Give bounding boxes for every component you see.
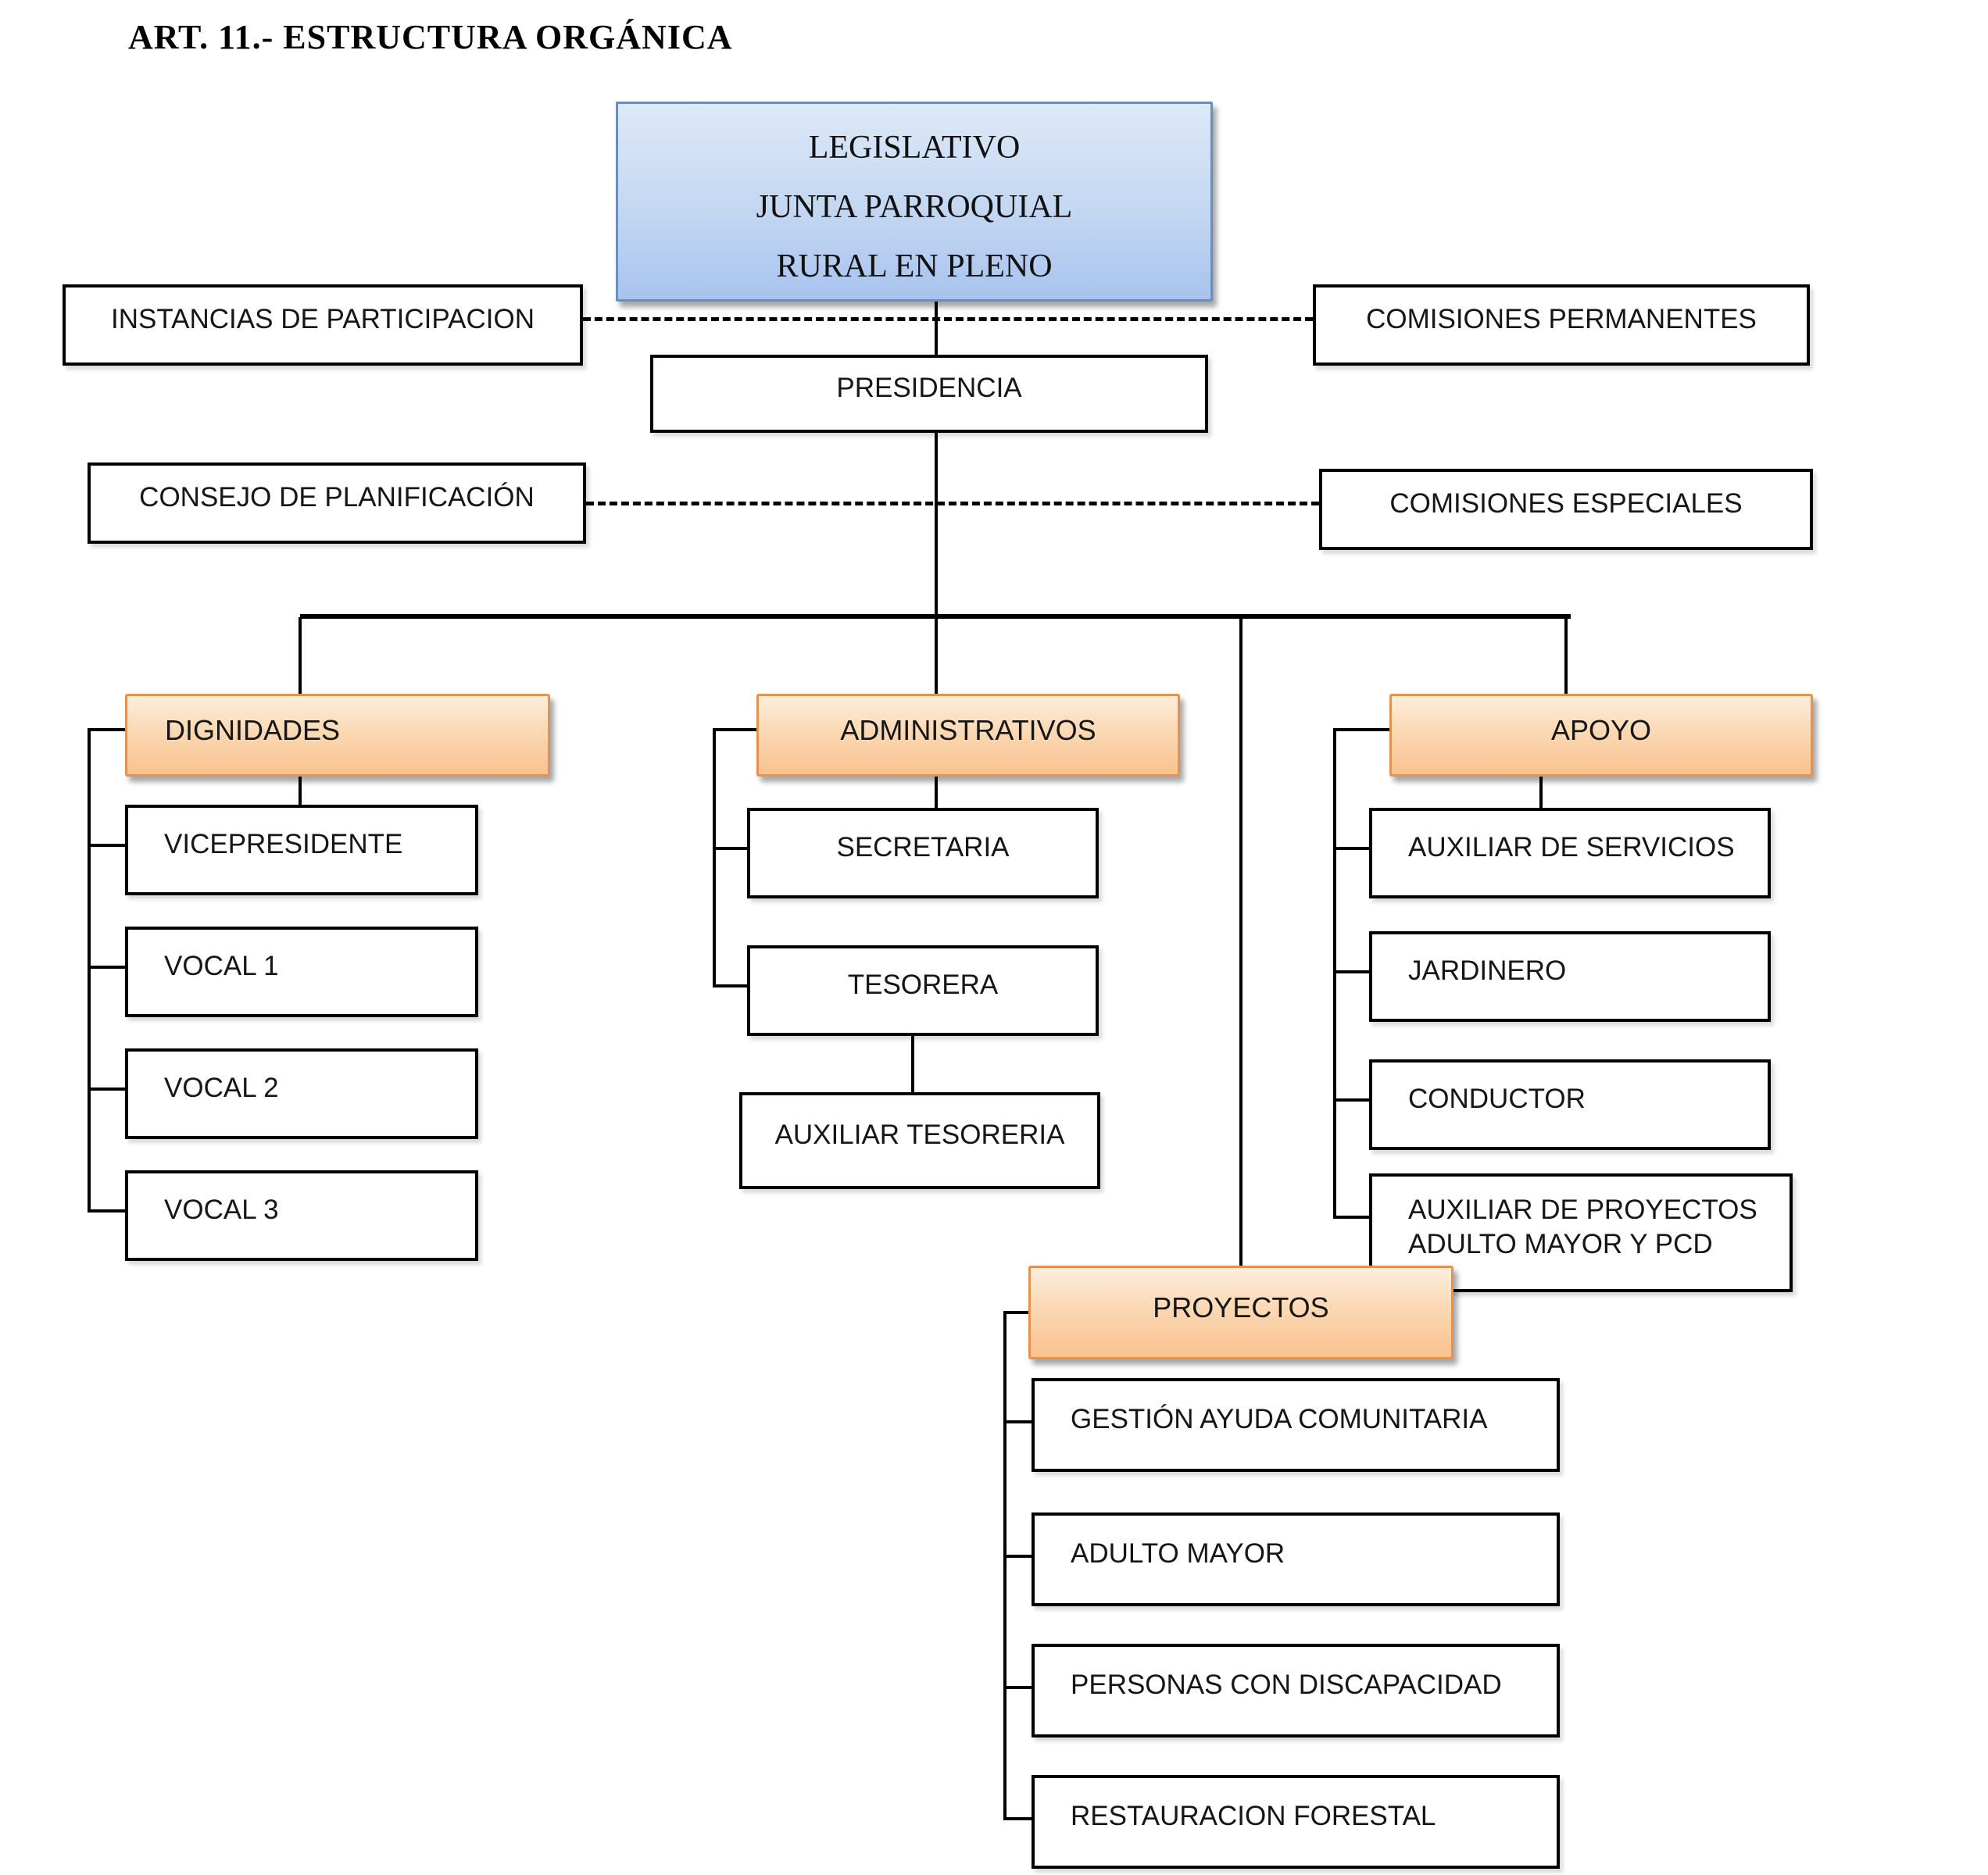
- node-vocal-2: VOCAL 2: [125, 1048, 478, 1139]
- dashed-line-instancias-comisiones-permanentes: [583, 317, 1313, 321]
- branch-dignidades: DIGNIDADES: [125, 694, 550, 777]
- connector-stub-auxiliar-servicios: [1333, 847, 1369, 850]
- connector-stub-conductor: [1333, 1098, 1369, 1102]
- node-restauracion-forestal: RESTAURACION FORESTAL: [1032, 1775, 1560, 1869]
- node-adulto-mayor: ADULTO MAYOR: [1032, 1512, 1560, 1606]
- connector-stub-gestion-ayuda: [1003, 1420, 1032, 1423]
- branch-proyectos: PROYECTOS: [1028, 1266, 1453, 1359]
- root-line-1: LEGISLATIVO: [808, 130, 1021, 166]
- connector-stub-auxiliar-proyectos: [1333, 1216, 1369, 1219]
- node-vocal-1: VOCAL 1: [125, 927, 478, 1017]
- connector-root-presidencia: [935, 302, 938, 355]
- connector-stub-jardinero: [1333, 970, 1369, 973]
- connector-bracket-administrativos: [713, 728, 716, 986]
- node-secretaria: SECRETARIA: [747, 808, 1099, 898]
- connector-stub-proyectos: [1003, 1311, 1028, 1314]
- connector-stub-administrativos: [713, 728, 756, 731]
- connector-stub-restauracion-forestal: [1003, 1817, 1032, 1820]
- connector-stub-vocal-1: [88, 966, 125, 969]
- node-instancias-de-participacion: INSTANCIAS DE PARTICIPACION: [63, 284, 583, 366]
- connector-stub-personas-discapacidad: [1003, 1686, 1032, 1689]
- connector-bracket-proyectos: [1003, 1311, 1007, 1819]
- connector-stub-vocal-3: [88, 1209, 125, 1212]
- connector-stub-secretaria: [713, 847, 747, 850]
- node-comisiones-especiales: COMISIONES ESPECIALES: [1319, 469, 1813, 550]
- node-legislativo-junta-parroquial: LEGISLATIVO JUNTA PARROQUIAL RURAL EN PL…: [616, 102, 1213, 302]
- dashed-line-consejo-comisiones-especiales: [586, 502, 1319, 505]
- connector-stub-dignidades: [88, 728, 125, 731]
- connector-stub-tesorera: [713, 984, 747, 988]
- connector-stub-vicepresidente: [88, 844, 125, 847]
- connector-stub-vocal-2: [88, 1088, 125, 1091]
- node-jardinero: JARDINERO: [1369, 931, 1771, 1022]
- connector-apoyo-auxiliar-servicios: [1539, 777, 1543, 808]
- connector-dignidades-vicepresidente: [299, 777, 302, 806]
- connector-stub-apoyo: [1333, 728, 1389, 731]
- branch-administrativos: ADMINISTRATIVOS: [756, 694, 1180, 777]
- branch-apoyo: APOYO: [1389, 694, 1813, 777]
- connector-administrativos-secretaria: [935, 777, 938, 808]
- node-auxiliar-de-servicios: AUXILIAR DE SERVICIOS: [1369, 808, 1771, 898]
- connector-drop-dignidades: [299, 617, 302, 694]
- node-presidencia: PRESIDENCIA: [650, 355, 1208, 433]
- connector-drop-proyectos: [1239, 617, 1242, 1266]
- connector-stub-adulto-mayor: [1003, 1555, 1032, 1558]
- node-conductor: CONDUCTOR: [1369, 1059, 1771, 1150]
- connector-drop-apoyo: [1564, 617, 1568, 694]
- root-line-2: JUNTA PARROQUIAL: [756, 189, 1073, 225]
- node-auxiliar-de-proyectos-adulto-mayor-pcd: AUXILIAR DE PROYECTOS ADULTO MAYOR Y PCD: [1369, 1173, 1793, 1292]
- node-vocal-3: VOCAL 3: [125, 1170, 478, 1261]
- node-comisiones-permanentes: COMISIONES PERMANENTES: [1313, 284, 1810, 366]
- connector-tesorera-auxiliar: [911, 1036, 914, 1092]
- node-gestion-ayuda-comunitaria: GESTIÓN AYUDA COMUNITARIA: [1032, 1378, 1560, 1472]
- connector-presidencia-distribution: [935, 433, 938, 617]
- root-line-3: RURAL EN PLENO: [776, 248, 1053, 284]
- connector-distribution-line: [300, 614, 1571, 619]
- connector-bracket-dignidades: [88, 728, 91, 1211]
- node-tesorera: TESORERA: [747, 945, 1099, 1036]
- node-auxiliar-tesoreria: AUXILIAR TESORERIA: [739, 1092, 1100, 1189]
- node-personas-con-discapacidad: PERSONAS CON DISCAPACIDAD: [1032, 1644, 1560, 1738]
- node-vicepresidente: VICEPRESIDENTE: [125, 805, 478, 895]
- page-title: ART. 11.- ESTRUCTURA ORGÁNICA: [128, 18, 733, 56]
- connector-drop-administrativos: [935, 617, 938, 694]
- node-consejo-de-planificacion: CONSEJO DE PLANIFICACIÓN: [88, 462, 586, 544]
